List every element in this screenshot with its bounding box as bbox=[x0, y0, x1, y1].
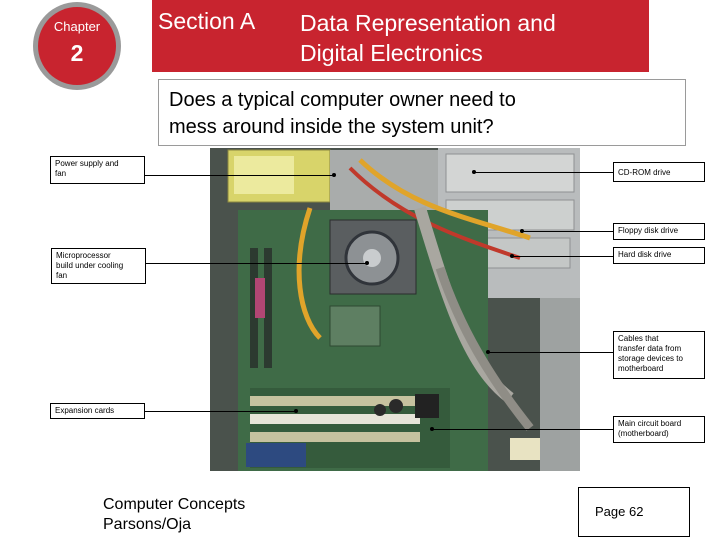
callout-cables-line2: transfer data from bbox=[618, 344, 682, 353]
leader-power-supply bbox=[144, 175, 334, 176]
callout-hard-disk-line1: Hard disk drive bbox=[618, 250, 672, 259]
callout-power-supply: Power supply and fan bbox=[50, 156, 145, 184]
callout-microprocessor-line2: build under cooling bbox=[56, 261, 124, 270]
chapter-number: 2 bbox=[70, 40, 84, 66]
system-unit-illustration bbox=[210, 148, 580, 471]
footer-book-title: Computer Concepts bbox=[103, 496, 246, 513]
chapter-badge: Chapter 2 bbox=[33, 2, 121, 90]
footer-authors: Parsons/Oja bbox=[103, 516, 192, 533]
callout-expansion-cards-line1: Expansion cards bbox=[55, 406, 115, 415]
callout-main-board-line2: (motherboard) bbox=[618, 429, 669, 438]
slide-title-line2: Digital Electronics bbox=[300, 40, 483, 66]
leader-floppy bbox=[522, 231, 614, 232]
leader-dot-floppy bbox=[520, 229, 524, 233]
callout-microprocessor: Microprocessor build under cooling fan bbox=[51, 248, 146, 284]
callout-expansion-cards: Expansion cards bbox=[50, 403, 145, 419]
leader-dot-hard-disk bbox=[510, 254, 514, 258]
callout-cd-rom: CD-ROM drive bbox=[613, 162, 705, 182]
footer-credits: Computer Concepts Parsons/Oja bbox=[103, 495, 245, 535]
callout-floppy: Floppy disk drive bbox=[613, 223, 705, 240]
section-label: Section A bbox=[158, 8, 256, 34]
page-number-box: Page 62 bbox=[578, 487, 690, 537]
leader-expansion-cards bbox=[144, 411, 296, 412]
chapter-badge-inner: Chapter 2 bbox=[38, 7, 116, 85]
leader-cd-rom bbox=[474, 172, 614, 173]
slide-title: Data Representation and Digital Electron… bbox=[300, 8, 556, 68]
system-unit-photo bbox=[210, 148, 580, 471]
callout-hard-disk: Hard disk drive bbox=[613, 247, 705, 264]
leader-cables bbox=[488, 352, 614, 353]
leader-microprocessor bbox=[145, 263, 367, 264]
callout-cables-line4: motherboard bbox=[618, 364, 664, 373]
callout-cd-rom-line1: CD-ROM drive bbox=[618, 168, 671, 177]
question-line1: Does a typical computer owner need to bbox=[169, 89, 516, 111]
question-line2: mess around inside the system unit? bbox=[169, 116, 494, 138]
leader-dot-expansion-cards bbox=[294, 409, 298, 413]
callout-power-supply-line2: fan bbox=[55, 169, 67, 178]
callout-main-board-line1: Main circuit board bbox=[618, 419, 682, 428]
callout-power-supply-line1: Power supply and bbox=[55, 159, 119, 168]
callout-cables: Cables that transfer data from storage d… bbox=[613, 331, 705, 379]
callout-microprocessor-line3: fan bbox=[56, 271, 68, 280]
page-number: Page 62 bbox=[595, 504, 644, 519]
leader-dot-power-supply bbox=[332, 173, 336, 177]
title-bar: Section A Data Representation and Digita… bbox=[152, 0, 649, 72]
question-box: Does a typical computer owner need to me… bbox=[158, 79, 686, 146]
chapter-label: Chapter bbox=[53, 19, 101, 34]
callout-floppy-line1: Floppy disk drive bbox=[618, 226, 679, 235]
leader-dot-cd-rom bbox=[472, 170, 476, 174]
leader-dot-microprocessor bbox=[365, 261, 369, 265]
callout-cables-line1: Cables that bbox=[618, 334, 659, 343]
leader-main-board bbox=[432, 429, 614, 430]
slide-title-line1: Data Representation and bbox=[300, 10, 556, 36]
callout-microprocessor-line1: Microprocessor bbox=[56, 251, 111, 260]
callout-main-board: Main circuit board (motherboard) bbox=[613, 416, 705, 443]
leader-hard-disk bbox=[512, 256, 614, 257]
leader-dot-cables bbox=[486, 350, 490, 354]
callout-cables-line3: storage devices to bbox=[618, 354, 683, 363]
leader-dot-main-board bbox=[430, 427, 434, 431]
